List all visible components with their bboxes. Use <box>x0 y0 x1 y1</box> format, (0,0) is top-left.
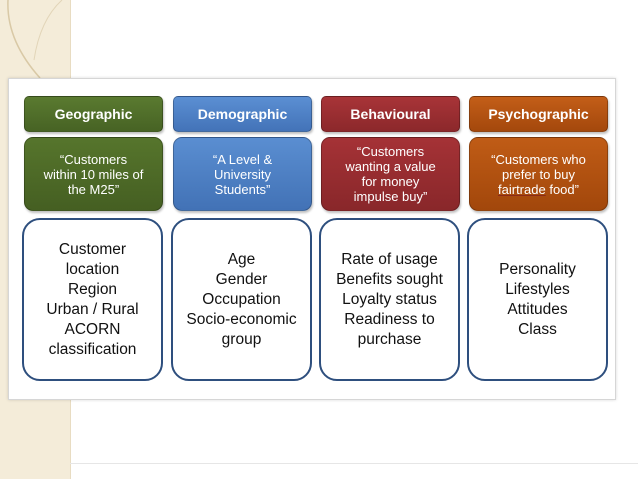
quote-demographic-text: “A Level & University Students” <box>212 151 273 197</box>
quote-psychographic-line2: food” <box>545 181 579 197</box>
quote-behavioural-text: “Customers wanting a value for money imp… <box>345 144 436 204</box>
quote-psychographic-line1: “Customers who prefer to buy <box>491 151 586 182</box>
details-behavioural: Rate of usage Benefits sought Loyalty st… <box>319 218 460 381</box>
segmentation-diagram: Geographic “Customers within 10 miles of… <box>8 78 616 400</box>
details-psychographic: Personality Lifestyles Attitudes Class <box>467 218 608 381</box>
details-demographic-text: Age Gender Occupation Socio-economic gro… <box>186 250 297 348</box>
details-geographic: Customer location Region Urban / Rural A… <box>22 218 163 381</box>
quote-psychographic: “Customers who prefer to buy fairtrade f… <box>469 137 608 211</box>
details-behavioural-text: Rate of usage Benefits sought Loyalty st… <box>336 250 443 348</box>
details-demographic: Age Gender Occupation Socio-economic gro… <box>171 218 312 381</box>
quote-geographic: “Customers within 10 miles of the M25” <box>24 137 163 211</box>
quote-demographic: “A Level & University Students” <box>173 137 312 211</box>
details-geographic-text: Customer location Region Urban / Rural A… <box>46 240 139 358</box>
quote-behavioural: “Customers wanting a value for money imp… <box>321 137 460 211</box>
quote-psychographic-text: “Customers who prefer to buy fairtrade f… <box>491 152 586 197</box>
details-psychographic-text: Personality Lifestyles Attitudes Class <box>499 260 576 338</box>
header-behavioural: Behavioural <box>321 96 460 132</box>
header-psychographic: Psychographic <box>469 96 608 132</box>
corner-arc-decoration <box>7 0 63 79</box>
header-demographic: Demographic <box>173 96 312 132</box>
header-geographic: Geographic <box>24 96 163 132</box>
quote-psychographic-underlined: fairtrade <box>498 181 546 197</box>
quote-geographic-text: “Customers within 10 miles of the M25” <box>43 151 144 197</box>
bottom-divider <box>70 463 638 464</box>
